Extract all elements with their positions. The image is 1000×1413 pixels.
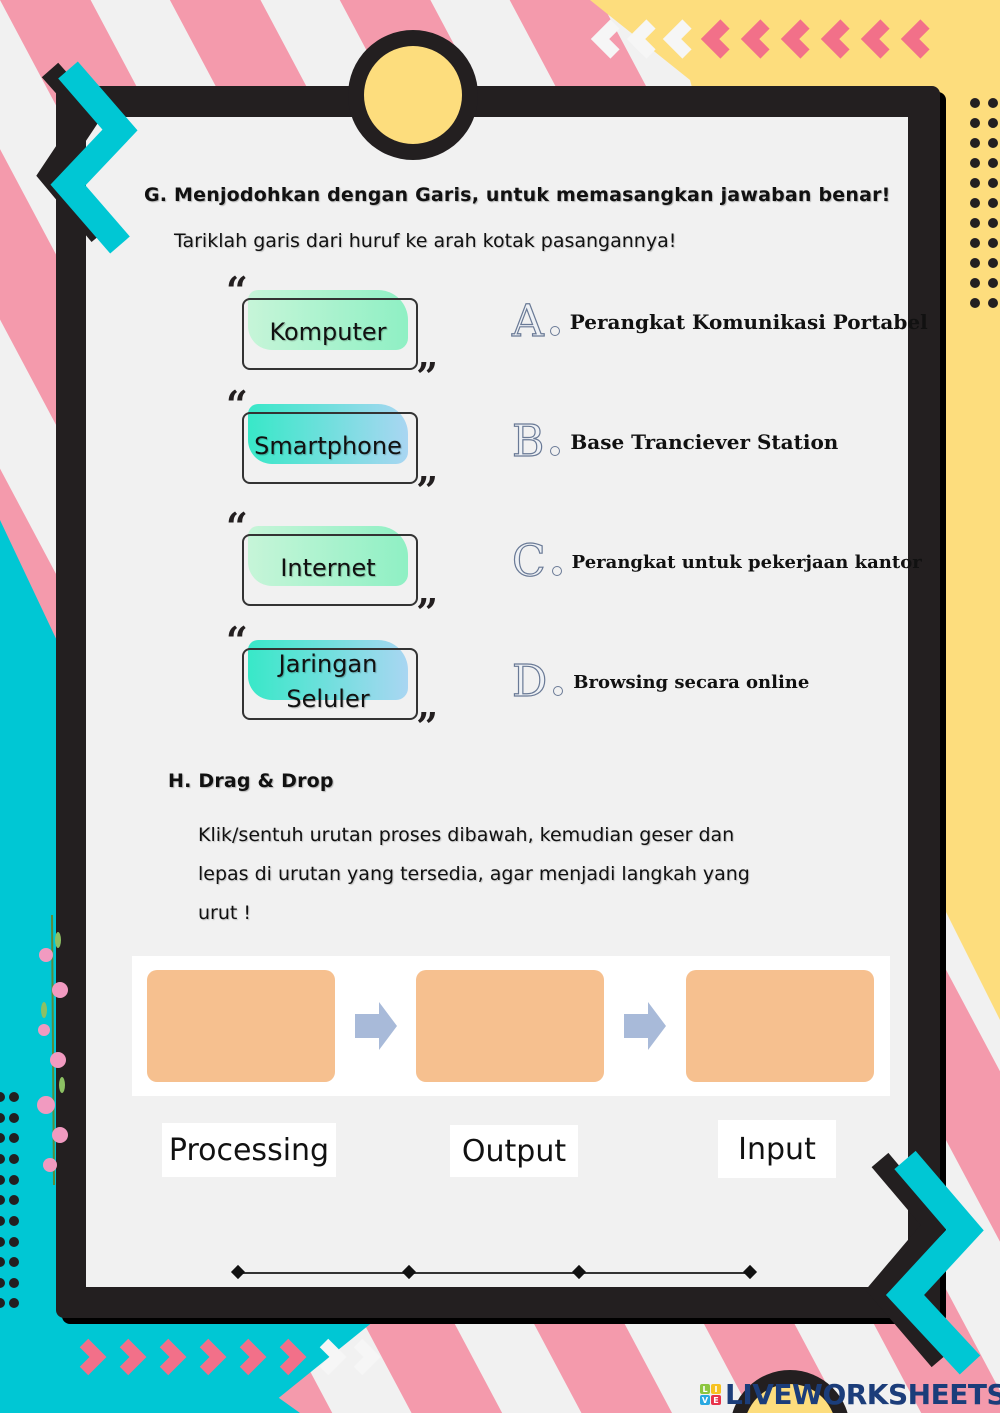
close-quote-icon: ” [416, 468, 438, 513]
open-quote-icon: “ [226, 504, 248, 549]
drop-slot-2[interactable] [416, 970, 604, 1082]
answer-text: Perangkat Komunikasi Portabel [569, 310, 928, 334]
match-answer-a[interactable]: A Perangkat Komunikasi Portabel [511, 296, 928, 347]
answer-text: Base Tranciever Station [570, 430, 839, 454]
timeline-decoration [230, 1264, 758, 1280]
term-box [242, 412, 418, 484]
brush-highlight [248, 526, 408, 586]
section-g-heading: G. Menjodohkan dengan Garis, untuk memas… [144, 184, 891, 206]
section-h-title: Drag & Drop [198, 770, 334, 792]
instruction-line: lepas di urutan yang tersedia, agar menj… [198, 863, 750, 885]
answer-letter: D [511, 656, 548, 707]
badge-letter: I [711, 1384, 721, 1394]
match-answer-c[interactable]: C Perangkat untuk pekerjaan kantor [511, 536, 922, 587]
brush-highlight [248, 290, 408, 350]
term-box [242, 298, 418, 370]
brush-highlight [248, 640, 408, 700]
logo-text: LIVEWORKSHEETS [725, 1378, 1000, 1411]
diamond-icon [401, 1264, 417, 1280]
instruction-line: urut ! [198, 902, 252, 924]
top-chevron-row-icon [590, 19, 930, 59]
section-g-instruction: Tariklah garis dari huruf ke arah kotak … [174, 230, 677, 252]
flower-branch-icon [37, 914, 68, 1186]
match-term-smartphone[interactable]: “ ” Smartphone [226, 386, 438, 510]
section-h-heading: H. Drag & Drop [168, 770, 334, 792]
match-answer-d[interactable]: D Browsing secara online [511, 656, 810, 707]
answer-letter: B [511, 416, 545, 467]
arrow-right-icon [355, 1002, 397, 1050]
instruction-line: Klik/sentuh urutan proses dibawah, kemud… [198, 824, 735, 846]
liveworksheets-logo[interactable]: L I V E LIVEWORKSHEETS [700, 1378, 1000, 1411]
badge-letter: V [700, 1395, 710, 1405]
zigzag-bottom-right-icon [865, 1150, 984, 1375]
term-label-line1: Jaringan [278, 650, 378, 679]
diamond-icon [230, 1264, 246, 1280]
section-h-number: H. [168, 770, 192, 792]
term-label: Smartphone [254, 431, 402, 460]
answer-letter: C [511, 536, 546, 587]
close-quote-icon: ” [416, 704, 438, 749]
zigzag-top-left-icon [36, 61, 138, 254]
drop-slot-1[interactable] [147, 970, 335, 1082]
term-label: Jaringan Seluler [242, 648, 414, 716]
dot-grid-left-icon [0, 1092, 19, 1308]
open-quote-icon: “ [226, 618, 248, 663]
letter-dot-icon [551, 566, 562, 576]
draggable-output[interactable]: Output [450, 1125, 578, 1177]
draggable-input[interactable]: Input [718, 1120, 836, 1178]
bottom-chevron-row-icon [79, 1338, 381, 1376]
match-term-jaringan-seluler[interactable]: “ ” Jaringan Seluler [226, 622, 438, 746]
letter-dot-icon [550, 446, 561, 456]
letter-dot-icon [549, 326, 560, 336]
answer-text: Perangkat untuk pekerjaan kantor [571, 551, 922, 573]
term-box [242, 648, 418, 720]
term-label-line2: Seluler [286, 685, 370, 713]
term-box [242, 534, 418, 606]
section-h-instruction: Klik/sentuh urutan proses dibawah, kemud… [198, 816, 750, 933]
term-label: Komputer [269, 317, 387, 346]
draggable-processing[interactable]: Processing [162, 1123, 336, 1177]
letter-dot-icon [553, 686, 564, 696]
match-term-komputer[interactable]: “ ” Komputer [226, 272, 438, 396]
answer-letter: A [511, 296, 544, 347]
answer-text: Browsing secara online [573, 671, 810, 693]
close-quote-icon: ” [416, 354, 438, 399]
open-quote-icon: “ [226, 382, 248, 427]
open-quote-icon: “ [226, 268, 248, 313]
diamond-icon [742, 1264, 758, 1280]
timeline-line [238, 1272, 750, 1274]
section-g-title: Menjodohkan dengan Garis, untuk memasang… [174, 184, 891, 206]
match-term-internet[interactable]: “ ” Internet [226, 508, 438, 632]
close-quote-icon: ” [416, 590, 438, 635]
match-answer-b[interactable]: B Base Tranciever Station [511, 416, 839, 467]
drop-slot-3[interactable] [686, 970, 874, 1082]
dot-grid-right-icon [970, 98, 998, 308]
yellow-circle-ornament [348, 30, 478, 160]
badge-letter: E [711, 1395, 721, 1405]
brush-highlight [248, 404, 408, 464]
term-label: Internet [280, 553, 376, 582]
arrow-right-icon [624, 1002, 666, 1050]
diamond-icon [571, 1264, 587, 1280]
badge-letter: L [700, 1384, 710, 1394]
section-g-number: G. [144, 184, 168, 206]
process-flow-diagram [132, 956, 890, 1096]
live-badge-icon: L I V E [700, 1384, 721, 1405]
